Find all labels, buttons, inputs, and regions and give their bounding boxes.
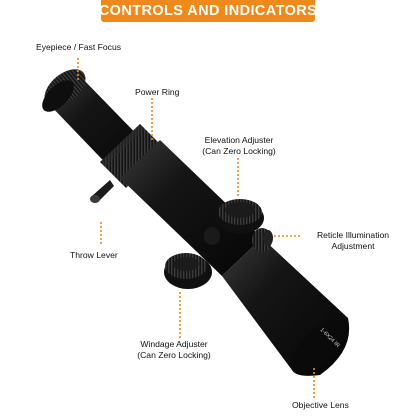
scope-tube [42, 69, 350, 376]
title-banner: CONTROLS AND INDICATORS [98, 0, 318, 22]
label-reticle: Reticle Illumination Adjustment [302, 230, 404, 251]
power-ring [100, 124, 166, 188]
label-windage: Windage Adjuster (Can Zero Locking) [126, 339, 222, 360]
label-power-ring: Power Ring [135, 87, 180, 97]
reticle-illumination-knob [252, 228, 273, 252]
windage-turret [164, 253, 212, 289]
label-windage-line1: Windage Adjuster [140, 339, 208, 349]
label-objective: Objective Lens [292, 400, 349, 410]
label-elevation-line2: (Can Zero Locking) [202, 145, 276, 156]
elevation-turret [204, 199, 264, 245]
label-elevation-line1: Elevation Adjuster [204, 135, 274, 145]
callout-lines [77, 58, 315, 398]
label-reticle-line1: Reticle Illumination [316, 230, 390, 240]
label-reticle-line2: Adjustment [331, 240, 375, 251]
diagram-title: CONTROLS AND INDICATORS [98, 3, 318, 19]
label-throw-lever: Throw Lever [70, 250, 118, 260]
throw-lever [90, 180, 114, 203]
label-windage-line2: (Can Zero Locking) [137, 349, 211, 360]
label-eyepiece: Eyepiece / Fast Focus [36, 42, 122, 52]
objective-bell-end [291, 320, 345, 374]
label-elevation: Elevation Adjuster (Can Zero Locking) [191, 135, 287, 156]
